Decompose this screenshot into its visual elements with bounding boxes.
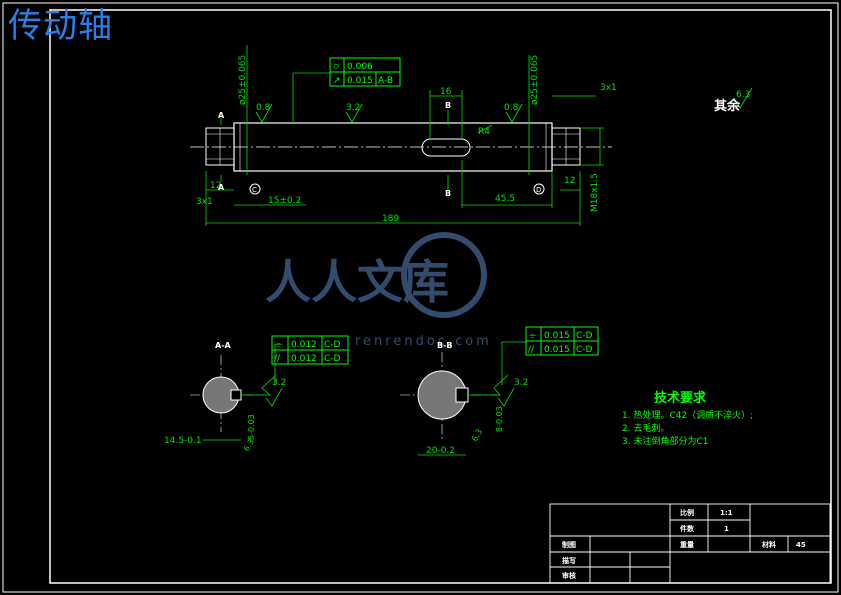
dim-total: 189	[382, 214, 399, 224]
dim-chamfer-left: 3x1	[196, 197, 213, 207]
rest-roughness-value: 6.3	[736, 90, 750, 100]
keyway-slot	[421, 138, 471, 157]
section-mark: B	[445, 101, 451, 110]
rest-label: 其余	[714, 98, 741, 114]
tech-req-item: 3. 未注倒角部分为C1	[622, 435, 708, 447]
section-mark: A	[218, 183, 225, 192]
gdt-box-aa: ⌯ 0.012 C-D // 0.012 C-D	[271, 335, 349, 365]
section-mark: A	[218, 111, 225, 120]
gdt-datum: C-D	[324, 354, 341, 364]
gdt-value: 0.015	[544, 345, 570, 355]
watermark-text: 人人文库	[265, 255, 449, 309]
roughness-value: 3.2	[346, 103, 360, 113]
tb-count-label: 件数	[680, 524, 695, 533]
gdt-symbol: //	[274, 354, 281, 364]
dim-shoulder-right: 12	[564, 176, 575, 186]
tech-requirements: 技术要求 1. 热处理。C42（调质不淬火）; 2. 去毛刺。 3. 未注倒角部…	[622, 390, 753, 447]
title-block	[549, 503, 831, 584]
gdt-symbol: ⌭	[333, 62, 340, 72]
datum-mark: C	[252, 186, 257, 194]
gdt-box-bb: ⌯ 0.015 C-D // 0.015 C-D	[525, 326, 599, 356]
gdt-value: 0.015	[544, 331, 570, 341]
gdt-symbol: ⌯	[529, 331, 537, 341]
section-aa-dim-key: 5-0.03	[247, 414, 256, 440]
gdt-box-main: ⌭ 0.006 ↗ 0.015 A-B	[329, 57, 401, 87]
dim-shoulder-left: 12	[210, 181, 221, 191]
gdt-symbol: ⌯	[275, 340, 283, 350]
dim-thread: M18x1.5	[590, 173, 600, 212]
gdt-datum: C-D	[576, 331, 593, 341]
gdt-datum: C-D	[324, 340, 341, 350]
dim-dia-left: ø25±0.065	[238, 55, 248, 105]
datum-marks: C D	[249, 183, 545, 195]
section-aa-dim-width: 14.5-0.1	[164, 436, 202, 446]
section-bb-label: B-B	[437, 341, 453, 350]
dimension-lines	[205, 45, 604, 226]
gdt-value: 0.012	[291, 354, 317, 364]
section-bb: B-B ⌯ 0.015 C-D // 0.015 C-D 3.2 20-0.2 …	[400, 326, 599, 456]
section-aa: A-A ⌯ 0.012 C-D // 0.012 C-D 3.2 14.5-0.…	[164, 335, 349, 453]
tb-count-value: 1	[724, 525, 729, 533]
gdt-symbol: //	[528, 345, 535, 355]
section-bb-dim-width: 20-0.2	[426, 446, 455, 456]
dimension-texts: ø25±0.065 ø25±0.065 16 3x1 3x1 12 12 15±…	[196, 55, 617, 224]
dim-keyway-len: 16	[440, 87, 452, 97]
gdt-datum: A-B	[378, 76, 393, 86]
dim-key-pos: 15±0.2	[268, 196, 301, 206]
section-bb-roughness-low: 6.3	[470, 427, 484, 443]
watermark: 人人文库 renrendoc.com	[265, 232, 492, 349]
tb-checked-label: 审核	[562, 571, 576, 580]
tb-scale-label: 比例	[680, 508, 694, 517]
dim-dia-right: ø25±0.065	[530, 55, 540, 105]
section-bb-roughness: 3.2	[514, 378, 528, 388]
tb-weight-label: 重量	[680, 540, 694, 549]
tech-req-title: 技术要求	[654, 390, 707, 406]
roughness-value: 0.8	[504, 103, 519, 113]
section-bb-keyway	[455, 387, 469, 403]
gdt-datum: C-D	[576, 345, 593, 355]
roughness-value: 0.8	[256, 103, 271, 113]
section-bb-dim-key: 8-0.03	[495, 406, 504, 432]
tb-drawn-label: 制图	[562, 540, 576, 549]
section-mark: B	[445, 189, 451, 198]
dim-chamfer-right: 3x1	[600, 83, 617, 93]
tb-material-value: 45	[796, 541, 806, 549]
tb-designed-label: 描写	[562, 556, 576, 565]
dim-right-len: 45.5	[495, 194, 515, 204]
section-aa-label: A-A	[215, 341, 232, 350]
title-block-text: 比例 1:1 件数 1 重量 材料 45 制图 描写 审核	[562, 508, 806, 580]
tech-req-item: 1. 热处理。C42（调质不淬火）;	[622, 409, 753, 421]
gdt-value: 0.015	[347, 76, 373, 86]
gdt-symbol: ↗	[333, 76, 341, 86]
gdt-value: 0.006	[347, 62, 373, 72]
tb-scale-value: 1:1	[720, 509, 733, 517]
gdt-value: 0.012	[291, 340, 317, 350]
roughness-values: 0.8 3.2 0.8 6.3	[256, 90, 750, 113]
tb-material-label: 材料	[761, 540, 776, 549]
inner-frame	[49, 9, 832, 584]
section-marks: B B A A	[218, 101, 451, 198]
dim-radius: R4	[478, 127, 490, 137]
watermark-logo-ring	[401, 232, 487, 318]
roughness-symbols	[255, 87, 753, 123]
tech-req-item: 2. 去毛刺。	[622, 422, 669, 434]
main-view: 0.8 3.2 0.8 6.3 其余 ⌭ 0.006 ↗ 0.015 A-B ø…	[190, 45, 753, 226]
datum-mark: D	[536, 186, 541, 194]
section-aa-keyway	[230, 389, 242, 401]
drawing-title: 传动轴	[8, 6, 113, 46]
section-aa-roughness: 3.2	[272, 378, 286, 388]
watermark-subtext: renrendoc.com	[355, 334, 492, 349]
